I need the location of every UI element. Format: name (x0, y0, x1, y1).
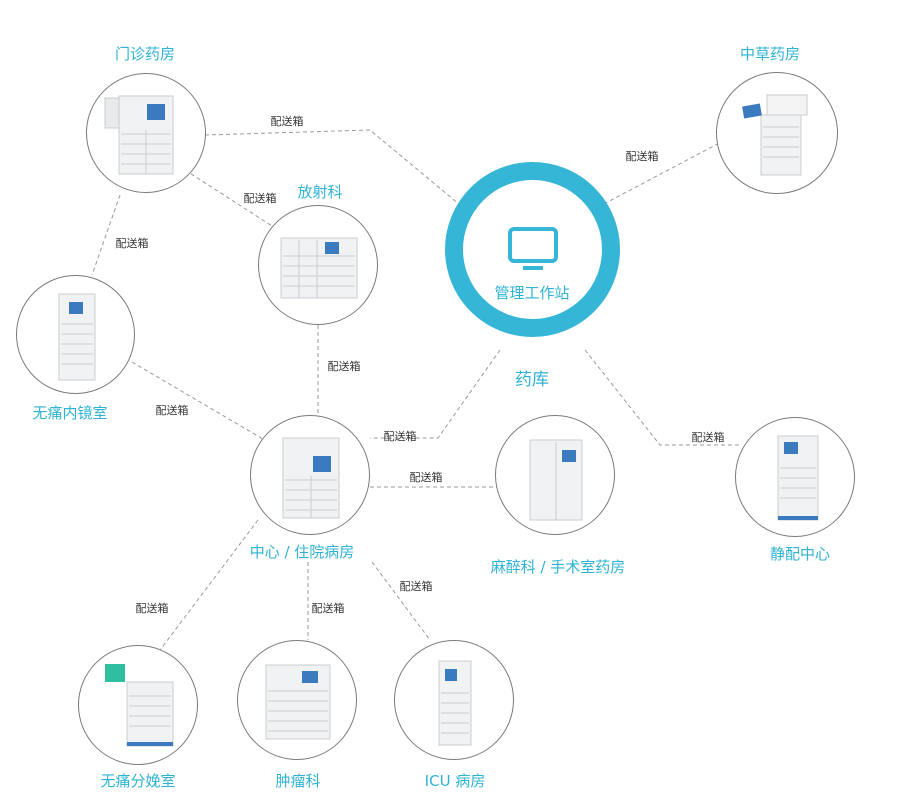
edge-label-outpatient-endoscopy: 配送箱 (115, 237, 149, 250)
herbal-cart-icon (742, 94, 808, 176)
node-label-delivery: 无痛分娩室 (100, 772, 176, 790)
edge-label-endoscopy-center: 配送箱 (155, 404, 189, 417)
drawer-cabinet-icon (265, 664, 331, 740)
edge-center-icu (371, 561, 431, 641)
tall-cabinet-icon (438, 660, 472, 746)
node-herbal[interactable] (716, 72, 838, 194)
node-label-endoscopy: 无痛内镜室 (32, 404, 108, 422)
hub-title: 管理工作站 (494, 284, 570, 302)
edge-label-outpatient-hub: 配送箱 (270, 115, 304, 128)
edge-label-hub-iv: 配送箱 (691, 431, 725, 444)
edge-label-center-icu: 配送箱 (399, 580, 433, 593)
edge-label-herbal-hub: 配送箱 (625, 150, 659, 163)
node-label-center: 中心 / 住院病房 (249, 543, 355, 561)
edge-label-hub-center: 配送箱 (383, 430, 417, 443)
node-endoscopy[interactable] (16, 275, 135, 394)
node-center[interactable] (250, 415, 370, 535)
edge-label-radiology-center: 配送箱 (327, 360, 361, 373)
edge-endoscopy-center (131, 361, 269, 443)
dispensing-cabinet-icon (282, 437, 340, 519)
node-delivery[interactable] (78, 645, 198, 765)
dispensing-cabinet-icon (104, 95, 174, 175)
monitor-icon (508, 227, 558, 270)
edge-label-outpatient-radiology: 配送箱 (243, 192, 277, 205)
tall-cabinet-icon (58, 293, 96, 381)
cart-cabinet-icon (105, 664, 174, 747)
node-label-oncology: 肿瘤科 (275, 772, 321, 790)
node-label-radiology: 放射科 (297, 183, 343, 201)
double-door-cabinet-icon (529, 439, 583, 521)
node-oncology[interactable] (237, 640, 357, 760)
edge-label-center-delivery: 配送箱 (135, 602, 169, 615)
edge-center-delivery (159, 519, 259, 651)
node-iv[interactable] (735, 417, 855, 537)
edge-hub-center (370, 349, 501, 439)
node-label-herbal: 中草药房 (739, 45, 801, 63)
node-label-icu: ICU 病房 (424, 772, 486, 790)
node-anesthesia[interactable] (495, 415, 615, 535)
cart-cabinet-icon (777, 435, 819, 521)
node-radiology[interactable] (258, 205, 378, 325)
node-icu[interactable] (394, 640, 514, 760)
edge-outpatient-endoscopy (91, 194, 121, 276)
node-outpatient[interactable] (86, 73, 206, 193)
edge-label-center-oncology: 配送箱 (311, 602, 345, 615)
wide-cabinet-icon (280, 237, 358, 299)
edge-outpatient-radiology (184, 169, 273, 227)
hub-label: 药库 (515, 370, 549, 390)
edge-hub-iv (584, 349, 742, 446)
node-label-outpatient: 门诊药房 (114, 45, 176, 63)
node-label-anesthesia: 麻醉科 / 手术室药房 (490, 558, 626, 576)
edge-label-center-anesthesia: 配送箱 (409, 471, 443, 484)
edge-herbal-hub (601, 139, 726, 206)
node-label-iv: 静配中心 (769, 545, 831, 563)
